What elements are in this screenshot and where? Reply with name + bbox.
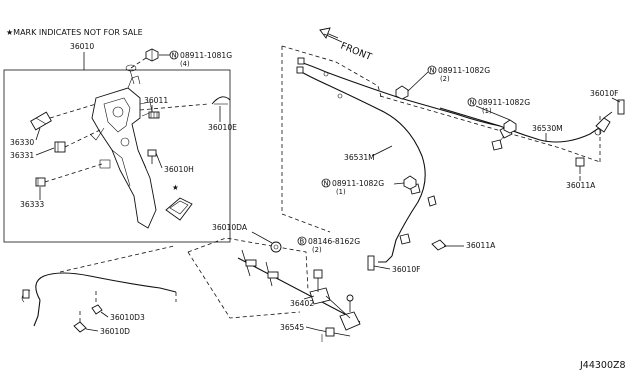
cable-clamp-icon [73, 321, 87, 333]
callout-36530m: 36530M [532, 124, 563, 133]
callout-36545: 36545 [280, 323, 304, 332]
callout-36010e: 36010E [208, 123, 237, 132]
callout-08911-1082g-top: 08911-1082G [438, 66, 490, 75]
callout-36011: 36011 [144, 96, 168, 105]
n-symbol-1082g-low: N [324, 180, 329, 188]
pedal-pad-icon [165, 197, 193, 221]
callout-08911-1082g-low: 08911-1082G [332, 179, 384, 188]
callout-08911-1082g-mid-qty: (1) [482, 107, 492, 115]
callout-36011a-mid: 36011A [466, 241, 496, 250]
n-symbol-1082g-mid: N [470, 99, 475, 107]
callout-36333: 36333 [20, 200, 44, 209]
n-marker-1082g-low [321, 178, 331, 188]
bracket-icon [575, 157, 585, 174]
callout-08911-1081g: 08911-1081G [180, 51, 232, 60]
nut-icon [403, 175, 417, 190]
pedal-cable-line [35, 272, 177, 301]
callout-08911-1082g-mid: 08911-1082G [478, 98, 530, 107]
stopper-icon [35, 177, 46, 187]
callout-36010d3: 36010D3 [110, 313, 145, 322]
front-cable-assembly [237, 249, 361, 331]
rear-cable-left [297, 69, 426, 257]
mount-bracket-icon [431, 239, 458, 251]
rear-clip-lower-icon [399, 183, 437, 245]
grommet-icon [270, 241, 282, 253]
callout-36330: 36330 [10, 138, 34, 147]
callout-36010d: 36010D [100, 327, 130, 336]
callout-36531m: 36531M [344, 153, 375, 162]
callout-36331: 36331 [10, 151, 34, 160]
n-marker-1082g-top [427, 65, 437, 75]
star-marker: ★ [172, 183, 179, 192]
callout-08146-8162g: 08146-8162G [308, 237, 360, 246]
callout-08911-1082g-top-qty: (2) [440, 75, 450, 83]
spring-icon [148, 111, 160, 119]
callout-36402: 36402 [290, 299, 314, 308]
lower-bracket-icon [367, 255, 375, 271]
callout-36010f-low: 36010F [392, 265, 421, 274]
cable-end-fitting-icon [594, 111, 613, 136]
callout-36010f-top: 36010F [590, 89, 619, 98]
rear-cable-right-upper [299, 61, 501, 127]
n-symbol-1081g: N [172, 52, 177, 60]
bushing-icon [54, 141, 66, 153]
cable-end-icon [22, 289, 30, 299]
nut-icon [395, 85, 409, 100]
callout-08146-8162g-qty: (2) [312, 246, 322, 254]
callout-08911-1082g-low-qty: (1) [336, 188, 346, 196]
pedal-assembly-box [3, 69, 231, 243]
diagram-id: J44300Z8 [579, 360, 626, 371]
adjuster-rod-icon [317, 327, 351, 342]
bolt-icon [147, 149, 157, 164]
header-note: ★MARK INDICATES NOT FOR SALE [6, 28, 143, 37]
front-label: FRONT [339, 41, 373, 63]
nut-icon [503, 119, 517, 134]
b-marker-8162g [297, 236, 307, 246]
cable-bracket-icon [617, 99, 625, 115]
callout-36010: 36010 [70, 42, 94, 51]
pedal-bracket-drawing [89, 57, 157, 229]
callout-36010h: 36010H [164, 165, 194, 174]
b-symbol-8162g: B [300, 238, 305, 246]
n-symbol-1082g-top: N [430, 67, 435, 75]
ratchet-plate-icon [30, 111, 52, 131]
front-arrow-icon [319, 27, 343, 43]
nut-icon [145, 48, 159, 62]
callout-08911-1081g-qty: (4) [180, 60, 190, 68]
callout-36011a-right: 36011A [566, 181, 596, 190]
clip-icon [211, 96, 231, 105]
callout-36010da: 36010DA [212, 223, 248, 232]
cable-clip-icon [91, 304, 103, 315]
n-marker-1082g-mid [467, 97, 477, 107]
